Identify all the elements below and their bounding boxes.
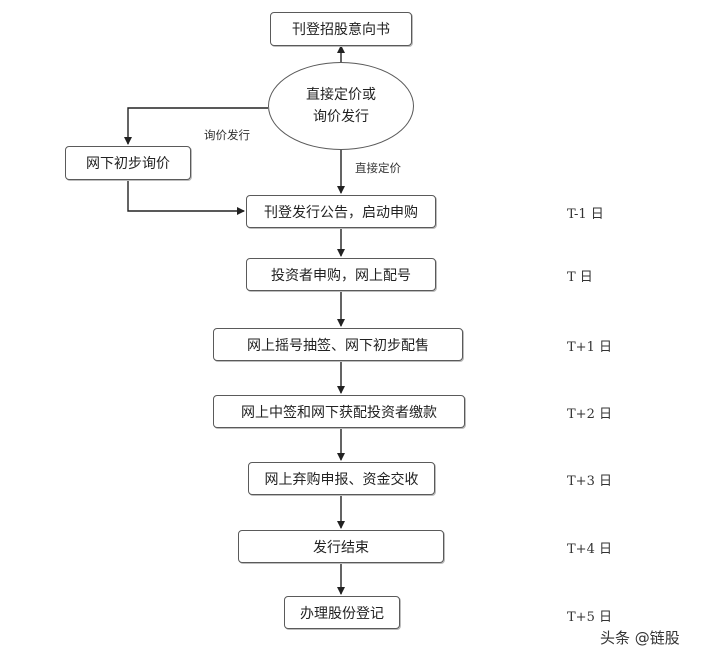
step-report-label: 网上弃购申报、资金交收 [264, 471, 419, 488]
watermark: 头条 @链股 [600, 629, 680, 647]
step-prospectus: 刊登招股意向书 [270, 12, 412, 46]
step-report: 网上弃购申报、资金交收 [248, 462, 435, 495]
step-register-label: 办理股份登记 [300, 605, 384, 622]
step-subscribe: 投资者申购，网上配号 [246, 258, 436, 291]
step-subscribe-label: 投资者申购，网上配号 [271, 267, 411, 284]
step-lottery-label: 网上摇号抽签、网下初步配售 [247, 337, 429, 354]
step-announce: 刊登发行公告，启动申购 [246, 195, 436, 228]
arrow-pricing-to-offline-inquiry [124, 107, 268, 145]
step-payment-label: 网上中签和网下获配投资者缴款 [241, 404, 437, 421]
day-label-t-plus-2: T+2 日 [567, 407, 612, 422]
day-label-t-plus-3: T+3 日 [567, 474, 612, 489]
step-finish-label: 发行结束 [313, 539, 369, 556]
day-label-t-plus-5: T+5 日 [567, 610, 612, 625]
pricing-decision-line2: 询价发行 [313, 109, 369, 125]
step-offline-inquiry: 网下初步询价 [65, 146, 191, 180]
day-label-t-plus-4: T+4 日 [567, 542, 612, 557]
step-announce-label: 刊登发行公告，启动申购 [264, 204, 418, 221]
day-label-t-minus-1: T-1 日 [567, 207, 604, 222]
pricing-decision-line1: 直接定价或 [306, 87, 376, 103]
step-register: 办理股份登记 [284, 596, 400, 629]
edge-label-direct: 直接定价 [355, 161, 401, 175]
step-offline-inquiry-label: 网下初步询价 [86, 156, 170, 172]
step-finish: 发行结束 [238, 530, 444, 563]
day-label-t-plus-1: T+1 日 [567, 340, 612, 355]
arrow-offline-inquiry-to-announce [127, 180, 245, 215]
step-payment: 网上中签和网下获配投资者缴款 [213, 395, 465, 428]
step-lottery: 网上摇号抽签、网下初步配售 [213, 328, 463, 361]
step-prospectus-label: 刊登招股意向书 [292, 22, 390, 38]
pricing-decision-ellipse: 直接定价或 询价发行 [268, 62, 414, 150]
edge-label-inquiry: 询价发行 [204, 128, 250, 142]
day-label-t: T 日 [567, 270, 593, 285]
